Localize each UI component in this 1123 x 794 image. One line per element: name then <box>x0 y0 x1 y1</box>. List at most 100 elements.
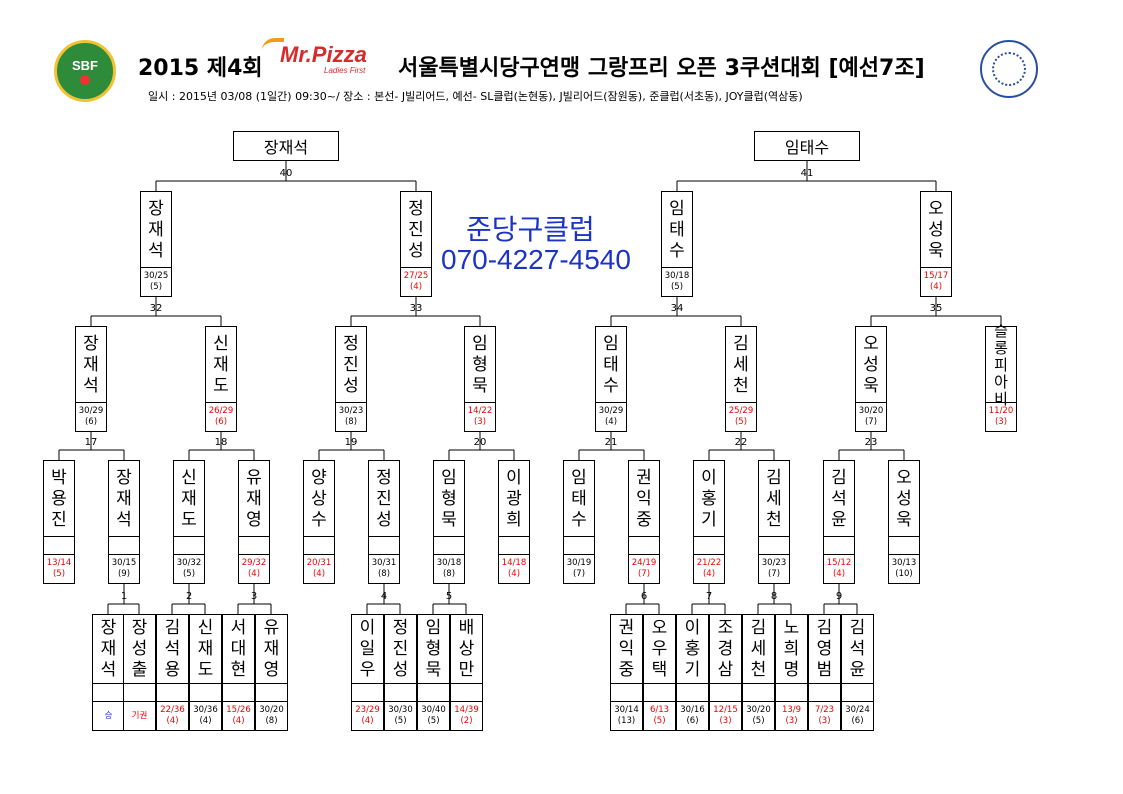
player-score: 30/15(9) <box>109 554 139 583</box>
player-score: 30/25(5) <box>141 267 171 296</box>
box-divider <box>759 536 789 537</box>
player-name: 서대현 <box>223 615 254 684</box>
player-name: 임형묵 <box>418 615 449 684</box>
match-number: 34 <box>670 303 684 314</box>
player-name-text: 박용진 <box>51 467 67 530</box>
score-value: 30/20 <box>746 705 771 715</box>
match-number: 17 <box>84 437 98 448</box>
score-value: 15/17 <box>923 271 949 281</box>
score-innings: (4) <box>929 282 943 292</box>
score-value: 14/18 <box>501 558 527 568</box>
score-value: 24/19 <box>631 558 657 568</box>
player-box: 임태수 30/19(7) <box>563 460 595 584</box>
player-score: 6/13(5) <box>644 701 675 730</box>
score-innings: (6) <box>214 417 228 427</box>
score-value: 26/29 <box>208 406 234 416</box>
match-number: 32 <box>149 303 163 314</box>
box-divider <box>256 683 287 684</box>
score-value: 21/22 <box>696 558 722 568</box>
score-value: 30/31 <box>371 558 397 568</box>
box-divider <box>743 683 774 684</box>
player-score: 14/18(4) <box>499 554 529 583</box>
score-innings: (4) <box>409 282 423 292</box>
score-value: 12/15 <box>713 705 738 715</box>
box-divider <box>889 536 919 537</box>
score-innings: (7) <box>572 569 586 579</box>
player-name-text: 슬롱피아비 <box>994 321 1008 408</box>
player-name: 양상수 <box>304 461 334 537</box>
box-divider <box>44 536 74 537</box>
player-score: 30/30(5) <box>385 701 416 730</box>
title-left: 2015 제4회 <box>138 56 263 81</box>
score-value: 29/32 <box>241 558 267 568</box>
score-innings: (4) <box>247 569 261 579</box>
group-winner: 장재석 <box>233 131 339 161</box>
player-score: 29/32(4) <box>239 554 269 583</box>
score-value: 13/14 <box>46 558 72 568</box>
score-value: 30/32 <box>176 558 202 568</box>
player-name-text: 장재석 <box>116 467 132 530</box>
player-box: 양상수 20/31(4) <box>303 460 335 584</box>
player-name-text: 정진성 <box>376 467 392 530</box>
logo-dot-icon <box>80 74 90 85</box>
player-name: 김석용 <box>157 615 188 684</box>
seal-emblem-icon <box>992 52 1026 86</box>
player-score: 승 <box>93 701 124 730</box>
score-value: 30/24 <box>845 705 870 715</box>
score-innings: (5) <box>149 282 163 292</box>
score-innings: (8) <box>377 569 391 579</box>
score-innings: (8) <box>265 716 278 726</box>
player-name-text: 정진성 <box>408 198 424 261</box>
match-number: 22 <box>734 437 748 448</box>
sponsor-tagline: Ladies First <box>324 66 366 75</box>
player-score: 30/24(6) <box>842 701 873 730</box>
player-box: 정진성 30/31(8) <box>368 460 400 584</box>
player-name-text: 오우택 <box>651 618 668 680</box>
score-innings: (5) <box>52 569 66 579</box>
player-score: 27/25(4) <box>401 267 431 296</box>
score-innings: (3) <box>818 716 831 726</box>
score-value: 30/40 <box>421 705 446 715</box>
player-name: 김세천 <box>726 327 756 403</box>
player-score: 30/13(10) <box>889 554 919 583</box>
player-score: 30/31(8) <box>369 554 399 583</box>
score-innings: (4) <box>702 569 716 579</box>
score-innings: (5) <box>752 716 765 726</box>
player-name-text: 조경삼 <box>717 618 734 680</box>
player-name-text: 이홍기 <box>701 467 717 530</box>
match-number: 6 <box>640 591 648 602</box>
box-divider <box>499 536 529 537</box>
match-number: 33 <box>409 303 423 314</box>
player-name-text: 임태수 <box>571 467 587 530</box>
match-number: 5 <box>445 591 453 602</box>
player-score: 30/29(6) <box>76 402 106 431</box>
player-name-text: 정진성 <box>343 333 359 396</box>
box-divider <box>304 536 334 537</box>
player-name-text: 서대현 <box>230 618 247 680</box>
player-name: 장재석 <box>109 461 139 537</box>
player-name: 장재석 <box>93 615 124 684</box>
score-innings: (7) <box>637 569 651 579</box>
match-number: 41 <box>800 168 814 179</box>
player-score: 30/19(7) <box>564 554 594 583</box>
score-value: 13/9 <box>781 705 802 715</box>
box-divider <box>174 536 204 537</box>
player-score: 30/29(4) <box>596 402 626 431</box>
match-number: 35 <box>929 303 943 314</box>
player-score: 20/31(4) <box>304 554 334 583</box>
score-innings: (5) <box>653 716 666 726</box>
event-info: 일시 : 2015년 03/08 (1일간) 09:30~/ 장소 : 본선- … <box>148 90 803 103</box>
